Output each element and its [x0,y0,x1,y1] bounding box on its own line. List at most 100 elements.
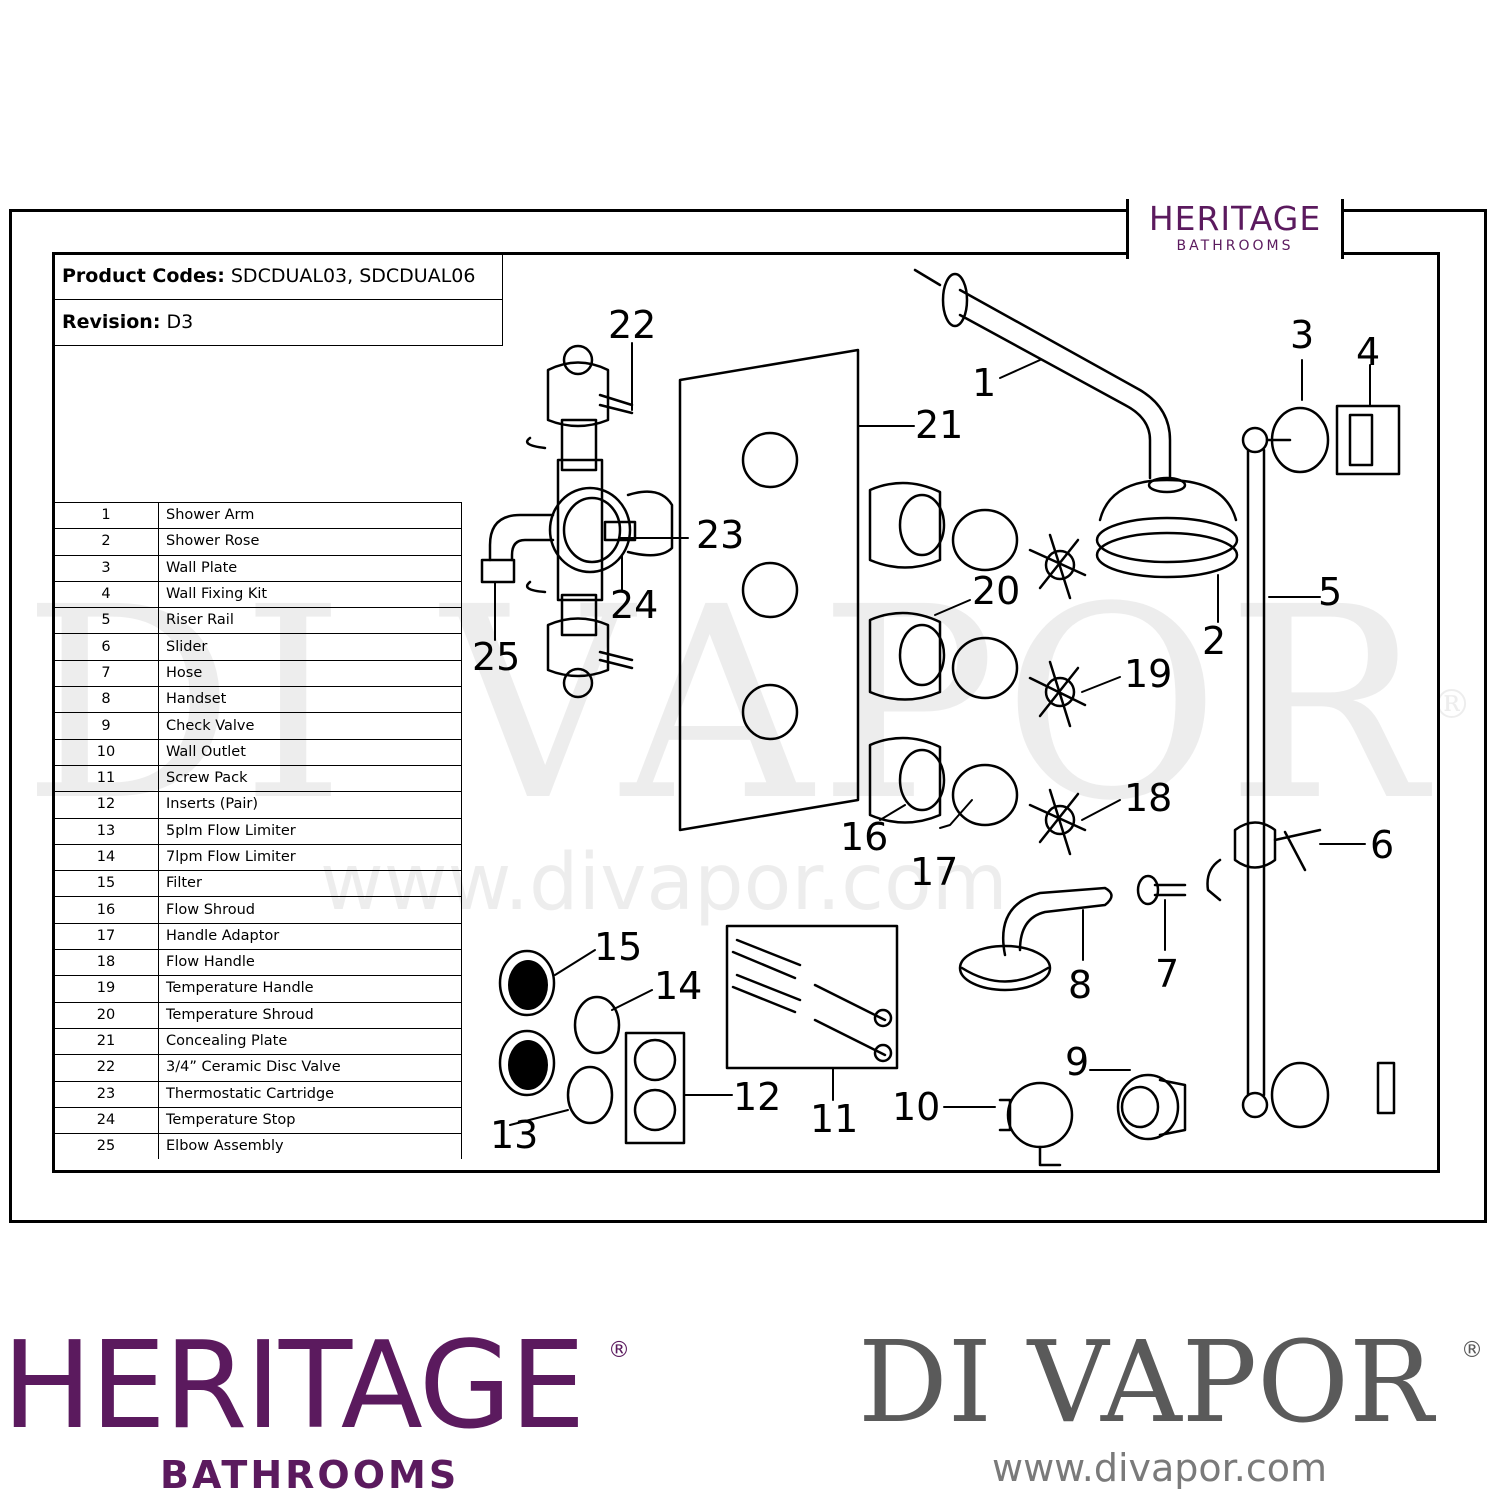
valve-body-drawing [480,344,674,699]
callout-20: 20 [972,569,1021,613]
part-name: Inserts (Pair) [158,791,462,819]
callout-18: 18 [1124,776,1173,820]
heritage-logo: HERITAGE [2,1317,586,1456]
part-number: 22 [54,1054,159,1082]
shrouds-handles-drawing [868,481,1087,856]
part-name: Concealing Plate [158,1027,462,1056]
part-name: Temperature Shroud [158,1001,462,1029]
callout-16: 16 [840,815,889,859]
product-codes-value: SDCDUAL03, SDCDUAL06 [230,265,476,287]
heritage-logo-sub: BATHROOMS [160,1453,460,1497]
part-number: 9 [54,712,159,740]
shower-arm-rose-drawing [913,268,1239,579]
callout-14: 14 [654,964,703,1008]
part-number: 6 [54,633,159,661]
product-codes-row: Product Codes: SDCDUAL03, SDCDUAL06 [54,254,502,299]
heritage-tab-sub: BATHROOMS [1176,238,1294,254]
callout-24: 24 [610,583,659,627]
revision-label: Revision: [62,311,161,333]
part-number: 24 [54,1106,159,1135]
callout-17: 17 [910,850,959,894]
callout-25: 25 [472,635,521,679]
callout-21: 21 [915,403,964,447]
callout-12: 12 [733,1075,782,1119]
revision-row: Revision: D3 [54,299,502,344]
part-name: Elbow Assembly [158,1133,462,1160]
drawing-inner-frame [52,252,1440,1173]
product-codes-label: Product Codes: [62,265,225,287]
watermark-reg: ® [1431,682,1478,728]
callout-7: 7 [1155,952,1180,996]
callout-19: 19 [1124,652,1173,696]
part-number: 17 [54,922,159,951]
part-name: Wall Fixing Kit [158,580,462,609]
part-name: Temperature Stop [158,1106,462,1135]
part-number: 1 [54,501,159,530]
revision-value: D3 [166,311,194,333]
part-name: 7lpm Flow Limiter [158,843,462,872]
part-number: 19 [54,975,159,1003]
callout-9: 9 [1065,1040,1090,1084]
divapor-url: www.divapor.com [992,1446,1328,1490]
callout-5: 5 [1318,570,1343,614]
heritage-tab-name: HERITAGE [1148,199,1322,238]
wall-outlet-drawing [998,1073,1187,1167]
handset-drawing [958,874,1187,992]
part-name: Riser Rail [158,607,462,635]
part-name: Shower Arm [158,501,462,530]
callout-3: 3 [1290,313,1315,357]
inserts-limiters-drawing [498,949,686,1145]
callout-4: 4 [1356,330,1381,374]
screw-pack-drawing [725,924,899,1070]
heritage-tab-logo: HERITAGE BATHROOMS [1126,199,1344,259]
part-name: Wall Outlet [158,738,462,766]
wall-fixing-kit-drawing [1335,404,1401,1115]
part-number: 5 [54,607,159,635]
leader-lines [494,342,1371,1126]
callout-1: 1 [972,361,997,405]
part-number: 8 [54,686,159,714]
callout-22: 22 [608,303,657,347]
divapor-reg-mark: ® [1461,1338,1483,1363]
divapor-logo: DI VAPOR [858,1318,1434,1448]
part-name: Slider [158,633,462,661]
heritage-reg-mark: ® [608,1338,630,1363]
callout-8: 8 [1068,963,1093,1007]
callout-11: 11 [810,1097,859,1141]
riser-rail-drawing [1206,406,1330,1129]
callout-2: 2 [1202,619,1227,663]
product-info-box: Product Codes: SDCDUAL03, SDCDUAL06 Revi… [54,254,503,346]
callout-6: 6 [1370,823,1395,867]
callout-23: 23 [696,513,745,557]
callout-10: 10 [892,1085,941,1129]
callout-13: 13 [490,1113,539,1157]
part-name: Temperature Handle [158,975,462,1003]
part-number: 20 [54,1001,159,1029]
concealing-plate-drawing [678,348,860,832]
part-name: Screw Pack [158,764,462,793]
callout-15: 15 [594,925,643,969]
part-name: Thermostatic Cartridge [158,1080,462,1108]
part-name: Handset [158,686,462,714]
part-name: Shower Rose [158,528,462,556]
drawing-sheet [9,209,1487,1223]
